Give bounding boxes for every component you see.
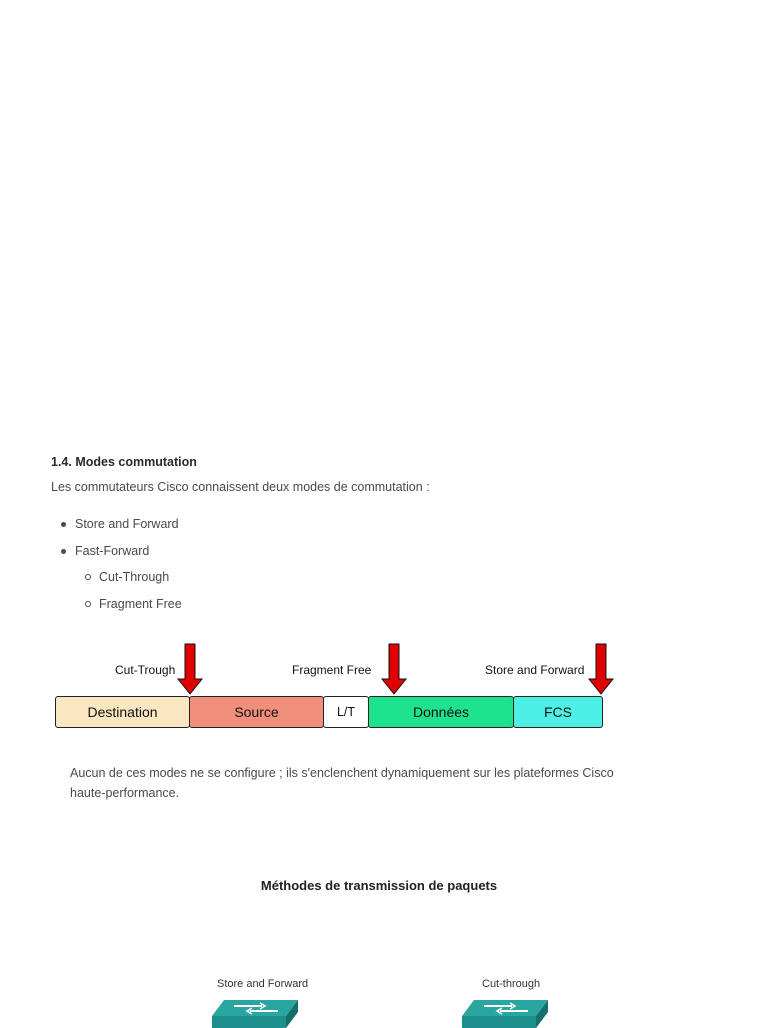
bullet-icon	[61, 549, 66, 554]
list-item: Store and Forward	[75, 517, 179, 531]
bullet-icon	[61, 522, 66, 527]
store-forward-arrow-label: Store and Forward	[485, 663, 584, 677]
section-heading: 1.4. Modes commutation	[51, 455, 197, 469]
list-item-label: Cut-Through	[99, 570, 169, 584]
list-item-label: Fast-Forward	[75, 544, 149, 558]
frame-field-length-type: L/T	[323, 696, 369, 728]
down-arrow-icon	[176, 643, 204, 695]
down-arrow-icon	[380, 643, 408, 695]
sub-list-item: Fragment Free	[99, 597, 182, 611]
fragment-free-arrow-label: Fragment Free	[292, 663, 371, 677]
frame-field-data: Données	[368, 696, 514, 728]
list-item: Fast-Forward	[75, 544, 149, 558]
down-arrow-icon	[587, 643, 615, 695]
circle-bullet-icon	[85, 574, 91, 580]
intro-text: Les commutateurs Cisco connaissent deux …	[51, 480, 430, 494]
frame-field-fcs: FCS	[513, 696, 603, 728]
frame-field-source: Source	[189, 696, 324, 728]
frame-field-destination: Destination	[55, 696, 190, 728]
methods-title: Méthodes de transmission de paquets	[0, 878, 768, 893]
description-paragraph: Aucun de ces modes ne se configure ; ils…	[70, 763, 630, 803]
cut-through-switch-label: Cut-through	[482, 978, 540, 990]
list-item-label: Store and Forward	[75, 517, 179, 531]
store-forward-switch-label: Store and Forward	[217, 978, 308, 990]
list-item-label: Fragment Free	[99, 597, 182, 611]
sub-list-item: Cut-Through	[99, 570, 169, 584]
circle-bullet-icon	[85, 601, 91, 607]
cut-through-arrow-label: Cut-Trough	[115, 663, 175, 677]
